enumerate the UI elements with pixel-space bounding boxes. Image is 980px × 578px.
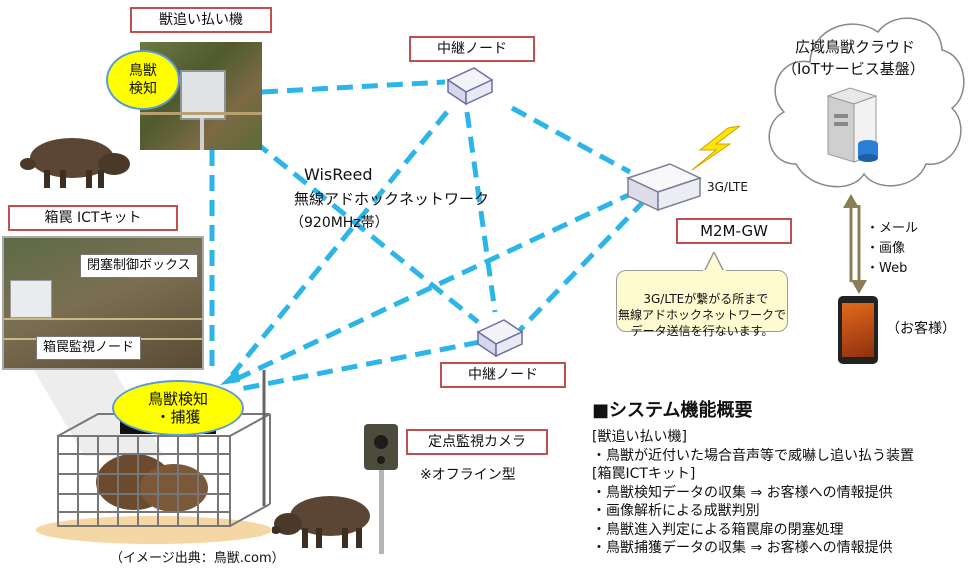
trap-kit-label: 箱罠 ICTキット [8, 205, 178, 231]
summary-line: ・鳥獣検知データの収集 ⇒ お客様への情報提供 [592, 484, 893, 501]
link-relaytop-relaybottom [464, 111, 498, 313]
gateway-icon [625, 163, 703, 212]
smartphone-screen [842, 303, 874, 357]
customer-label: （お客様） [886, 321, 956, 337]
gateway-label: M2M-GW [676, 218, 792, 244]
link-relaybottom-trap [234, 339, 481, 393]
summary-line: ・鳥獣捕獲データの収集 ⇒ お客様への情報提供 [592, 540, 893, 556]
summary-line: ・鳥獣進入判定による箱罠扉の閉塞処理 [592, 521, 844, 538]
gateway-callout-text: 3G/LTEが繋がる所まで 無線アドホックネットワークで データ送信を行ないます… [617, 292, 786, 338]
control-box-label: 閉塞制御ボックス [80, 254, 198, 278]
link-repeller-relay-top [261, 79, 446, 95]
gateway-label-text: M2M-GW [700, 222, 768, 240]
summary-line: [獣追い払い機] [592, 429, 687, 445]
summary-list: [獣追い払い機] ・鳥獣が近付いた場合音声等で威嚇し追い払う装置 [箱罠ICTキ… [592, 428, 914, 558]
relay-bottom-label-text: 中継ノード [468, 367, 538, 383]
summary-line: ・鳥獣が近付いた場合音声等で威嚇し追い払う装置 [592, 447, 914, 464]
image-credit: （イメージ出典：鳥獣.com） [110, 551, 285, 566]
lightning-icon [691, 125, 741, 171]
delivery-web: ・Web [866, 261, 908, 276]
control-box-label-text: 閉塞制御ボックス [87, 258, 191, 273]
cloud-subtitle: （IoTサービス基盤） [782, 60, 925, 78]
link-gateway-relaybottom [518, 198, 647, 332]
detect-bubble: 鳥獣 検知 [106, 50, 180, 110]
detect-capture-bubble-text: 鳥獣検知 ・捕獲 [147, 390, 208, 426]
camera-label-text: 定点監視カメラ [428, 434, 526, 450]
smartphone-icon [838, 296, 878, 364]
network-type: 無線アドホックネットワーク [294, 190, 490, 208]
link-arrowhead [220, 368, 240, 385]
relay-node-bottom-icon [476, 319, 524, 358]
repeller-pole [200, 118, 204, 150]
detect-bubble-text: 鳥獣 検知 [129, 63, 157, 97]
network-band: （920MHz帯） [290, 215, 389, 231]
trap-wire [4, 318, 202, 320]
server-icon [826, 87, 878, 163]
boar-icon [20, 138, 130, 188]
relay-node-icon [446, 67, 494, 106]
gateway-callout: 3G/LTEが繋がる所まで 無線アドホックネットワークで データ送信を行ないます… [616, 270, 788, 338]
repeller-label: 獣追い払い機 [130, 7, 272, 33]
gateway-network-note: 3G/LTE [707, 180, 748, 194]
network-name: WisReed [304, 165, 373, 184]
relay-top-label: 中継ノード [409, 36, 535, 62]
link-relaytop-gateway [510, 105, 632, 175]
link-relaytop-trap [230, 110, 449, 377]
trap-node-label: 箱罠監視ノード [36, 336, 142, 360]
control-box [10, 280, 52, 318]
summary-line: ・画像解析による成獣判別 [592, 503, 760, 519]
boar-bottom-icon [272, 496, 370, 548]
repeller-label-text: 獣追い払い機 [159, 12, 243, 28]
cloud-title: 広域鳥獣クラウド [795, 38, 916, 56]
summary-line: [箱罠ICTキット] [592, 466, 696, 482]
trail-camera-icon [364, 424, 398, 554]
trap-node-label-text: 箱罠監視ノード [43, 340, 135, 355]
repeller-device [180, 70, 226, 120]
link-repeller-relay-bottom [253, 140, 480, 324]
arrow-down-icon [851, 280, 867, 294]
delivery-image: ・画像 [866, 241, 906, 256]
summary-heading: ■システム機能概要 [592, 400, 753, 421]
callout-pointer [702, 252, 726, 274]
trap-kit-label-text: 箱罠 ICTキット [44, 210, 142, 226]
arrow-up-icon [843, 194, 859, 208]
relay-bottom-label: 中継ノード [440, 362, 566, 388]
camera-note: ※オフライン型 [420, 467, 516, 483]
camera-label: 定点監視カメラ [406, 429, 548, 455]
detect-capture-bubble: 鳥獣検知 ・捕獲 [112, 380, 244, 436]
fence-wire [140, 112, 262, 115]
relay-top-label-text: 中継ノード [437, 41, 507, 57]
delivery-mail: ・メール [866, 221, 919, 236]
